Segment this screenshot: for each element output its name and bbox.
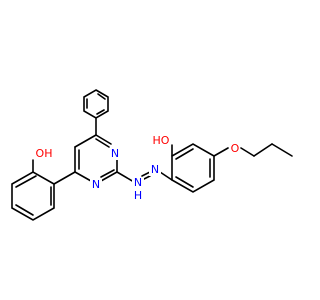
atom-n-hydrazone-lower: N	[134, 176, 142, 189]
atom-ho-right: HO	[153, 134, 170, 147]
benzene-ring-right	[171, 143, 229, 193]
molecule-structure: N N N H N OH HO O	[11, 89, 293, 221]
atom-n-hydrazone-upper: N	[151, 163, 159, 176]
hydrazone-linkage	[116, 171, 173, 183]
atom-labels: N N N H N OH HO O	[36, 134, 240, 202]
pyrimidine-ring	[74, 134, 118, 182]
atom-oh-left: OH	[36, 147, 53, 160]
hydroxyphenyl-ring-left	[11, 159, 76, 221]
atom-n-ring-upper: N	[111, 147, 119, 160]
atom-n-ring-lower: N	[92, 178, 100, 191]
phenyl-ring	[83, 89, 109, 119]
atom-nh-hydrogen: H	[134, 189, 142, 202]
atom-ether-oxygen: O	[231, 142, 240, 155]
propoxy-chain	[240, 143, 293, 157]
